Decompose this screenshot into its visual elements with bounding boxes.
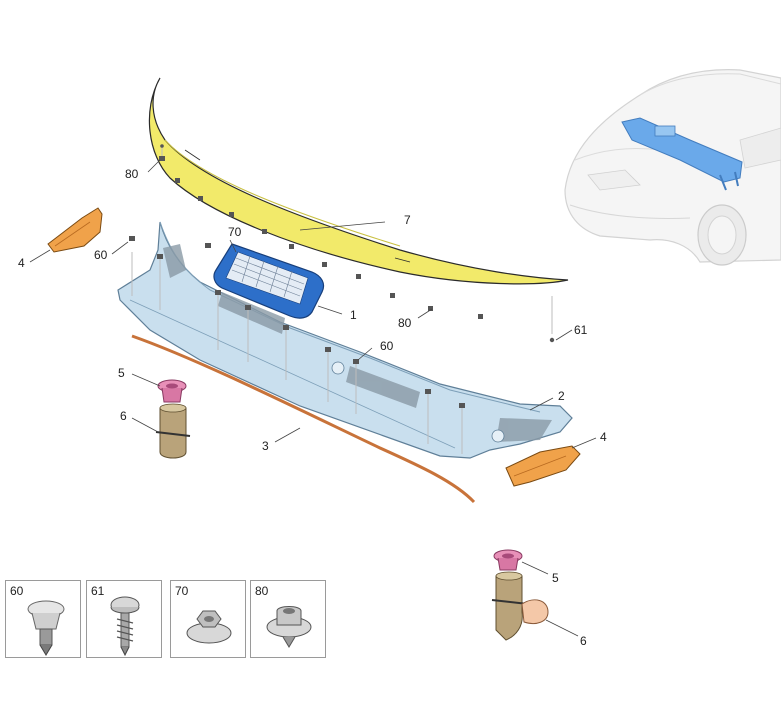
hardware-legend-label: 70 bbox=[175, 584, 189, 598]
callout-4-right: 4 bbox=[600, 430, 607, 444]
hardware-legend-label: 80 bbox=[255, 584, 269, 598]
callout-6-bottom: 6 bbox=[580, 634, 587, 648]
grommet-nut-icon bbox=[266, 606, 312, 648]
callout-1: 1 bbox=[350, 308, 357, 322]
callout-80-mid: 80 bbox=[398, 316, 412, 330]
callout-6-top: 6 bbox=[120, 409, 127, 423]
callout-70: 70 bbox=[228, 225, 242, 239]
callout-3: 3 bbox=[262, 439, 269, 453]
weatherstrip-seal-part-7 bbox=[148, 77, 569, 285]
callout-60-left: 60 bbox=[94, 248, 108, 262]
cowl-panel-part-2 bbox=[117, 221, 573, 459]
drain-hose-part-6-right bbox=[491, 571, 549, 641]
callout-80-top: 80 bbox=[125, 167, 139, 181]
callout-2: 2 bbox=[558, 389, 565, 403]
hardware-legend-label: 60 bbox=[10, 584, 24, 598]
drain-cap-part-5-right bbox=[493, 549, 523, 571]
fastener-heads bbox=[129, 144, 555, 408]
callout-4-left: 4 bbox=[18, 256, 25, 270]
side-bracket-part-4-right bbox=[505, 445, 581, 487]
hardware-legend-label: 61 bbox=[91, 584, 105, 598]
hardware-legend-box-61: 61 bbox=[86, 580, 162, 658]
callout-61: 61 bbox=[574, 323, 588, 337]
drain-cap-part-5-left bbox=[157, 379, 187, 403]
callout-labels: 80 4 60 70 7 1 80 61 60 5 6 2 3 4 5 6 bbox=[18, 167, 607, 648]
hardware-legend-box-70: 70 bbox=[170, 580, 246, 658]
callout-leader-lines bbox=[29, 159, 597, 637]
flange-screw-icon bbox=[110, 596, 140, 657]
edge-seal-part-3 bbox=[131, 334, 476, 504]
air-intake-grille-part-1 bbox=[213, 243, 325, 319]
callout-5-top: 5 bbox=[118, 366, 125, 380]
drain-hose-part-6-left bbox=[155, 403, 191, 459]
vehicle-locator-illustration bbox=[564, 69, 781, 266]
cowl-vent-mesh bbox=[163, 244, 552, 442]
flange-nut-icon bbox=[186, 610, 232, 644]
hardware-legend-box-60: 60 bbox=[5, 580, 81, 658]
push-rivet-clip-icon bbox=[27, 600, 65, 656]
side-bracket-part-4-left bbox=[47, 207, 103, 253]
callout-60-mid: 60 bbox=[380, 339, 394, 353]
hardware-legend-box-80: 80 bbox=[250, 580, 326, 658]
callout-7: 7 bbox=[404, 213, 411, 227]
callout-5-bottom: 5 bbox=[552, 571, 559, 585]
fastener-guide-lines bbox=[131, 145, 553, 454]
